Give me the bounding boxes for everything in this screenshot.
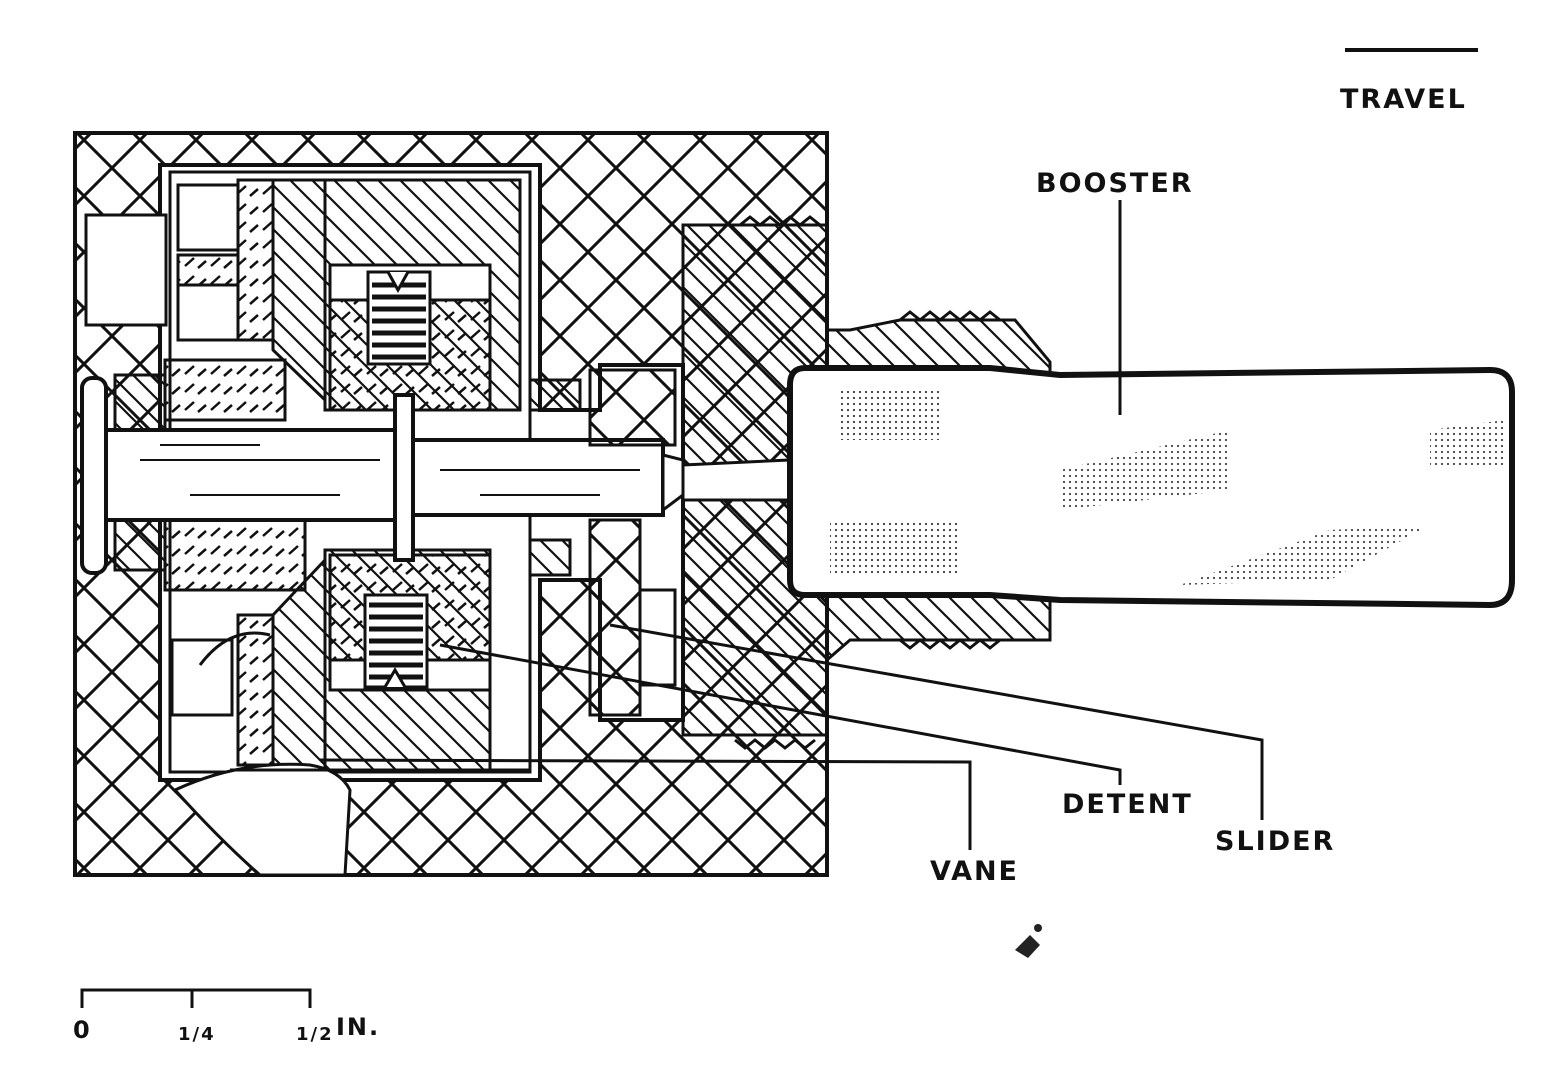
booster-label: BOOSTER bbox=[1036, 168, 1194, 199]
scale-zero-label: 0 bbox=[73, 1016, 92, 1044]
rotor-upper bbox=[113, 178, 522, 432]
slider-block bbox=[528, 368, 677, 717]
slider-leader bbox=[609, 623, 1264, 820]
scale-quarter-label: 1/4 bbox=[178, 1024, 216, 1045]
leader-lines bbox=[319, 200, 1264, 850]
vane bbox=[172, 631, 530, 877]
detent-leader bbox=[439, 643, 1122, 785]
detent-label: DETENT bbox=[1062, 789, 1193, 820]
print-blemish bbox=[1015, 924, 1042, 958]
scale-bar: 0 1/4 1/2 IN. bbox=[73, 988, 380, 1045]
vane-label: VANE bbox=[930, 856, 1019, 887]
detent-spring-lower bbox=[363, 593, 429, 689]
booster-cylinder bbox=[787, 365, 1515, 609]
vane-leader bbox=[319, 758, 972, 850]
slider-label: SLIDER bbox=[1215, 826, 1335, 857]
travel-label: TRAVEL bbox=[1340, 84, 1467, 115]
scale-unit-label: IN. bbox=[336, 1013, 380, 1041]
scale-half-label: 1/2 bbox=[296, 1024, 334, 1045]
travel-indicator: TRAVEL bbox=[1340, 48, 1478, 115]
shaft bbox=[80, 376, 792, 575]
detent-spring-upper bbox=[366, 270, 432, 366]
rotor-lower bbox=[113, 518, 492, 772]
